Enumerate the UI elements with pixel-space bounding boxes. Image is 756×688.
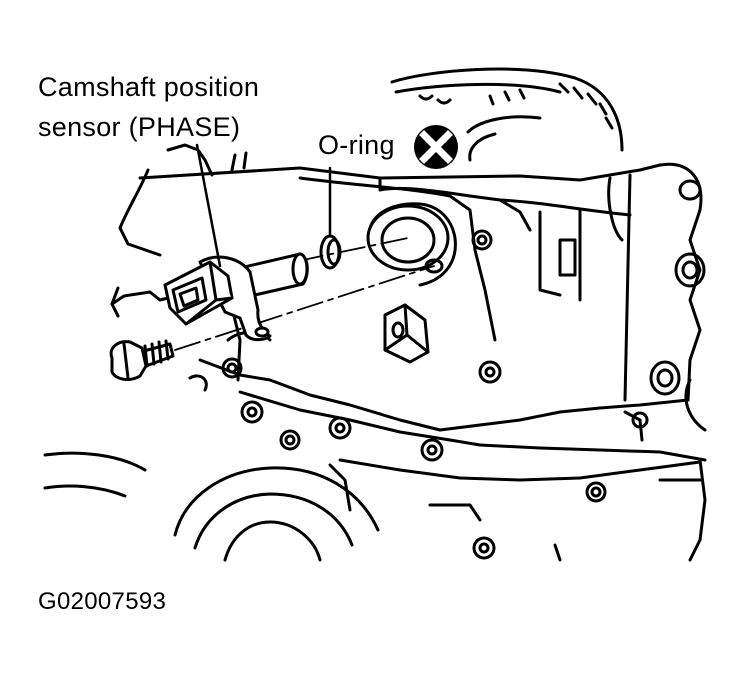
sensor-port xyxy=(368,204,455,285)
bolt-6 xyxy=(422,440,442,460)
timing-cover xyxy=(140,164,705,560)
background-bracket xyxy=(112,145,246,316)
leader-lines xyxy=(197,145,330,266)
bolt-8 xyxy=(474,538,494,558)
bolt-5 xyxy=(330,418,350,438)
o-ring-label: O-ring xyxy=(318,130,395,160)
figure-code: G02007593 xyxy=(38,588,167,615)
bolt-4 xyxy=(281,431,299,449)
sensor-label-line2: sensor (PHASE) xyxy=(38,112,241,142)
bolt-10 xyxy=(223,359,241,377)
mounting-bolt xyxy=(111,341,173,379)
bolt-9 xyxy=(633,413,647,427)
bolt-1 xyxy=(473,231,491,249)
camshaft-sensor xyxy=(165,254,307,340)
bolt-7 xyxy=(587,483,605,501)
right-housing xyxy=(560,178,704,440)
bolt-3 xyxy=(242,402,262,422)
circle-x-icon xyxy=(414,125,458,169)
sensor-label-line1: Camshaft position xyxy=(38,72,260,102)
bolt-2 xyxy=(480,362,500,382)
timing-sprocket xyxy=(392,69,622,160)
crank-pulley xyxy=(45,453,700,560)
small-bracket xyxy=(385,305,428,362)
cover-bolts xyxy=(223,231,647,558)
o-ring-part xyxy=(321,236,340,268)
